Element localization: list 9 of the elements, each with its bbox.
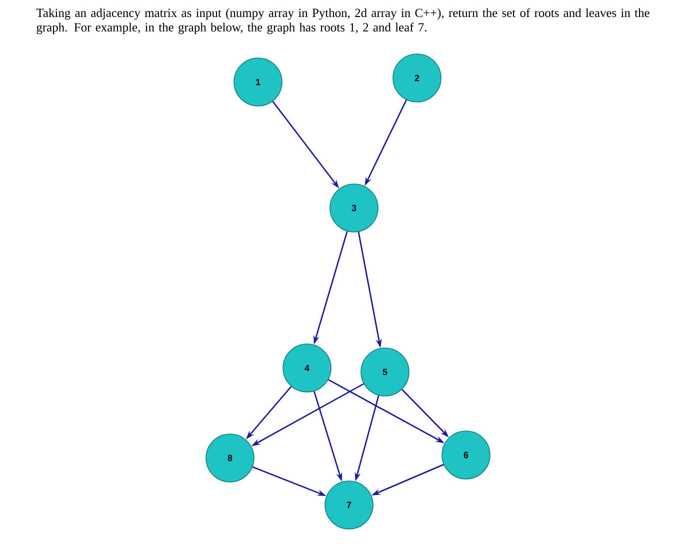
graph-node: 3 [330, 184, 378, 232]
graph-node: 7 [324, 480, 374, 530]
graph-node: 2 [392, 54, 442, 102]
graph-node: 4 [282, 344, 332, 392]
graph-node: 6 [442, 430, 490, 480]
graph-node: 8 [206, 434, 254, 482]
problem-text: Taking an adjacency matrix as input (numpy array in Python, 2d array in C++), return the set of roots and leaves in the graph. For example, in the graph below, the graph has roots 1, 2 and leaf 7. [36, 8, 650, 34]
graph-node: 5 [360, 348, 410, 396]
graph-node: 1 [234, 58, 282, 106]
